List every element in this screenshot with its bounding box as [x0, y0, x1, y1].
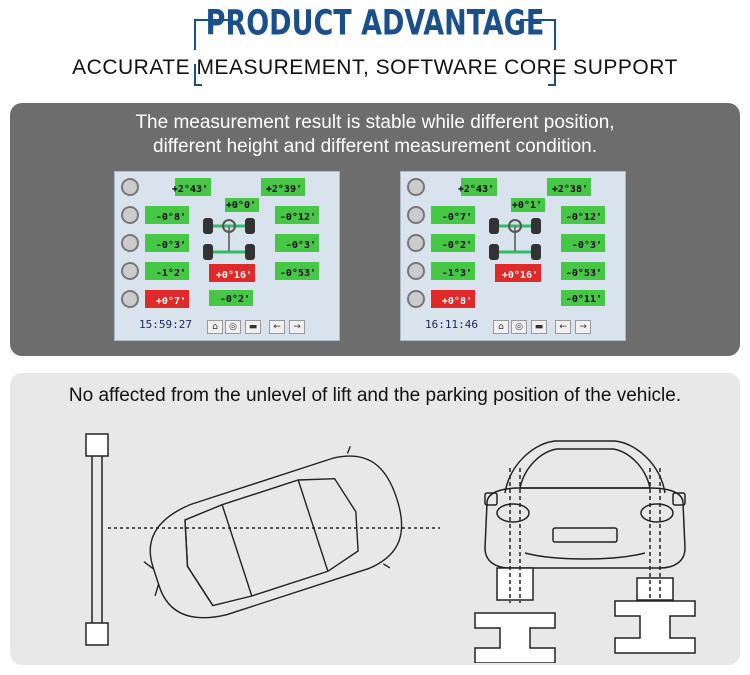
readout-box: -0°3'	[275, 234, 319, 252]
readout-box: -0°12'	[275, 206, 319, 224]
readout-box: -0°11'	[561, 290, 605, 306]
stability-caption-line2: different height and different measureme…	[153, 136, 597, 157]
readout-box: +0°0'	[225, 198, 259, 212]
readout-value: -0°7'	[441, 212, 472, 223]
readout-box: +2°39'	[261, 178, 305, 196]
readout-value: +2°43'	[457, 184, 494, 195]
readout-box: +2°43'	[171, 178, 211, 196]
readout-value: -0°12'	[565, 212, 602, 223]
readout-value: +2°39'	[265, 184, 302, 195]
car-button[interactable]: ▬	[531, 320, 547, 334]
readout-value: +0°16'	[501, 270, 538, 281]
readout-value: -0°8'	[155, 212, 186, 223]
tool-button[interactable]: ◎	[511, 320, 527, 334]
wheel-icon	[407, 262, 425, 280]
page-subtitle: ACCURATE MEASUREMENT, SOFTWARE CORE SUPP…	[72, 56, 678, 79]
car-button[interactable]: ▬	[245, 320, 261, 334]
readout-value: -0°3'	[571, 240, 602, 251]
alignment-screen-1: +2°43' +2°39' +0°0' -0°8' -0°12' -0°3' -…	[114, 171, 340, 341]
forward-arrow-button[interactable]: →	[289, 320, 305, 334]
readout-box-alert: +0°7'	[145, 290, 189, 308]
measurement-stability-panel: The measurement result is stable while d…	[10, 103, 740, 356]
readout-value: -0°2'	[441, 240, 472, 251]
readout-value: -0°12'	[279, 212, 316, 223]
unlevel-lift-panel: No affected from the unlevel of lift and…	[10, 373, 740, 665]
readout-box: -1°3'	[431, 262, 475, 280]
readout-value: +0°1'	[511, 200, 542, 211]
readout-box: -0°53'	[275, 262, 319, 280]
clock-readout: 15:59:27	[139, 318, 192, 331]
readout-box: -0°3'	[561, 234, 605, 252]
page-title: PRODUCT ADVANTAGE	[205, 3, 545, 44]
forward-arrow-button[interactable]: →	[575, 320, 591, 334]
readout-box: -0°3'	[145, 234, 189, 252]
readout-box: +2°38'	[547, 178, 591, 196]
wheel-icon	[407, 234, 425, 252]
readout-box: -0°12'	[561, 206, 605, 224]
chassis-diagram-icon	[489, 218, 541, 260]
readout-box: -1°2'	[145, 262, 189, 280]
readout-value: -0°53'	[279, 268, 316, 279]
readout-box: -0°8'	[145, 206, 189, 224]
clock-readout: 16:11:46	[425, 318, 478, 331]
wheel-icon	[407, 178, 425, 196]
readout-value: +2°43'	[171, 184, 208, 195]
readout-value: -1°3'	[441, 268, 472, 279]
stability-caption-line1: The measurement result is stable while d…	[135, 112, 615, 133]
readout-value: -0°3'	[155, 240, 186, 251]
readout-value: +0°8'	[441, 296, 472, 307]
tool-button[interactable]: ◎	[225, 320, 241, 334]
home-button[interactable]: ⌂	[493, 320, 509, 334]
readout-box-alert: +0°8'	[431, 290, 475, 308]
readout-box: -0°7'	[431, 206, 475, 224]
readout-box: -0°53'	[561, 262, 605, 280]
readout-box: -0°2'	[209, 290, 253, 306]
wheel-icon	[121, 178, 139, 196]
header: PRODUCT ADVANTAGE ACCURATE MEASUREMENT, …	[0, 0, 750, 95]
back-arrow-button[interactable]: ←	[269, 320, 285, 334]
readout-value: +0°0'	[225, 200, 256, 211]
readout-value: -1°2'	[155, 268, 186, 279]
wheel-icon	[121, 206, 139, 224]
top-view-car-illustration	[85, 433, 440, 646]
wheel-icon	[121, 234, 139, 252]
readout-value: +0°7'	[155, 296, 186, 307]
unlevel-caption: No affected from the unlevel of lift and…	[68, 385, 682, 406]
readout-box: +0°1'	[511, 198, 545, 212]
readout-box-alert: +0°16'	[209, 264, 255, 282]
readout-value: -0°11'	[565, 294, 602, 305]
wheel-icon	[121, 262, 139, 280]
readout-value: +2°38'	[551, 184, 588, 195]
wheel-icon	[407, 290, 425, 308]
alignment-screen-2: +2°43' +2°38' +0°1' -0°7' -0°12' -0°2' -…	[400, 171, 626, 341]
header-frame	[194, 19, 556, 86]
readout-value: -0°2'	[219, 294, 250, 305]
wheel-icon	[121, 290, 139, 308]
wheel-icon	[407, 206, 425, 224]
home-button[interactable]: ⌂	[207, 320, 223, 334]
readout-box-alert: +0°16'	[495, 264, 541, 282]
readout-box: -0°2'	[431, 234, 475, 252]
readout-value: +0°16'	[215, 270, 252, 281]
back-arrow-button[interactable]: ←	[555, 320, 571, 334]
readout-value: -0°53'	[565, 268, 602, 279]
front-view-car-on-lift-illustration	[474, 440, 696, 663]
readout-box: +2°43'	[457, 178, 497, 196]
stability-caption: The measurement result is stable while d…	[10, 111, 740, 159]
chassis-diagram-icon	[203, 218, 255, 260]
readout-value: -0°3'	[285, 240, 316, 251]
